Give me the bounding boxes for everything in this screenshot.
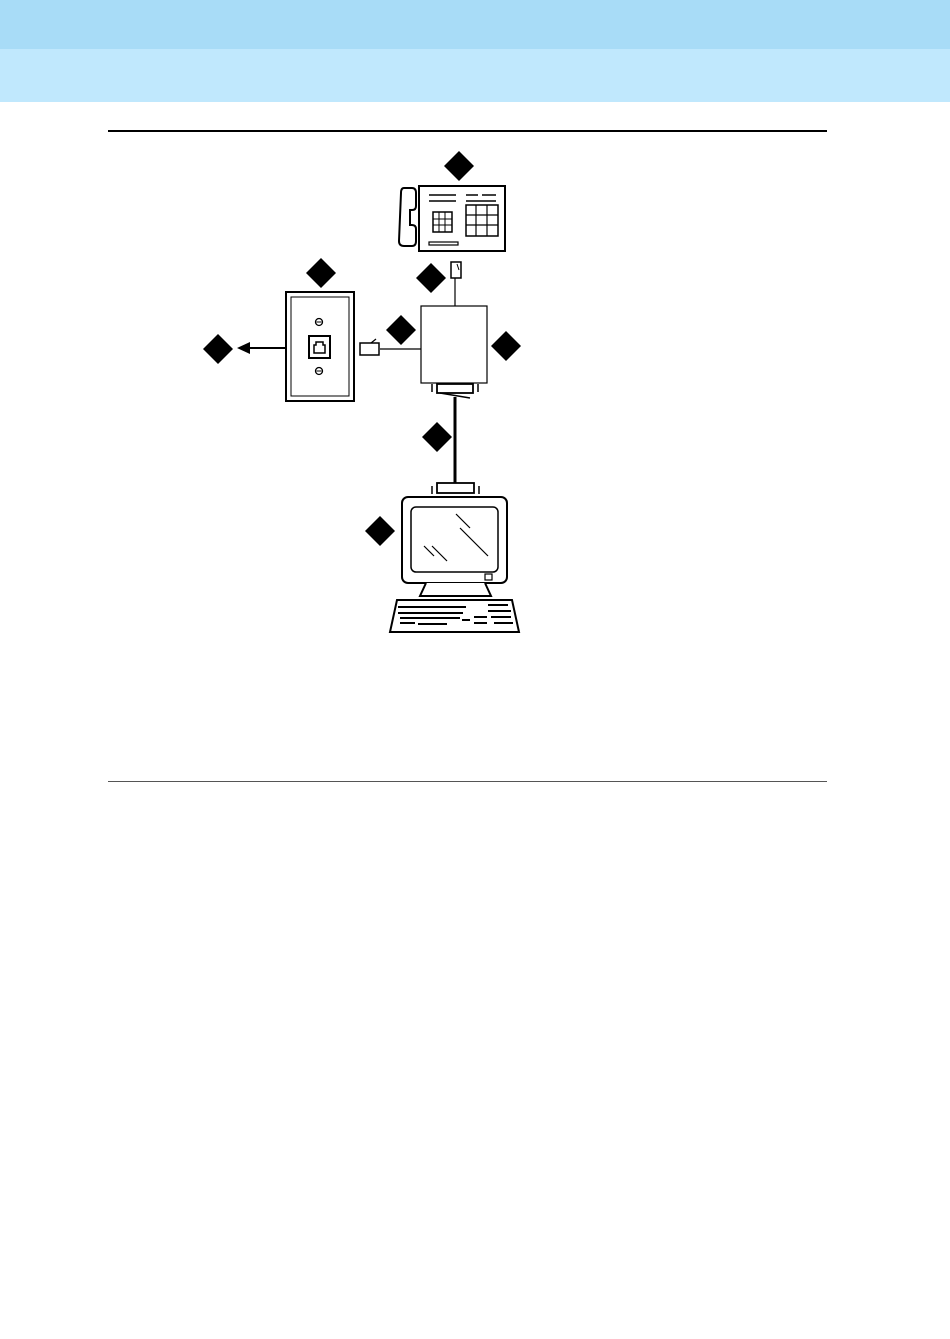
telephone [399,186,505,251]
callout-telephone [444,151,474,181]
callout-adapter [491,331,521,361]
connection-diagram [0,0,950,800]
callout-phone-cord-plug [416,263,446,293]
outside-line-arrow [237,342,286,354]
callout-outside-line [203,334,233,364]
terminal [390,497,519,632]
callout-line-cord-plug [386,315,416,345]
callout-terminal [365,516,395,546]
wall-jack [286,292,354,401]
callout-wall-jack [306,258,336,288]
callout-data-cable [422,422,452,452]
bottom-rule [108,781,827,782]
